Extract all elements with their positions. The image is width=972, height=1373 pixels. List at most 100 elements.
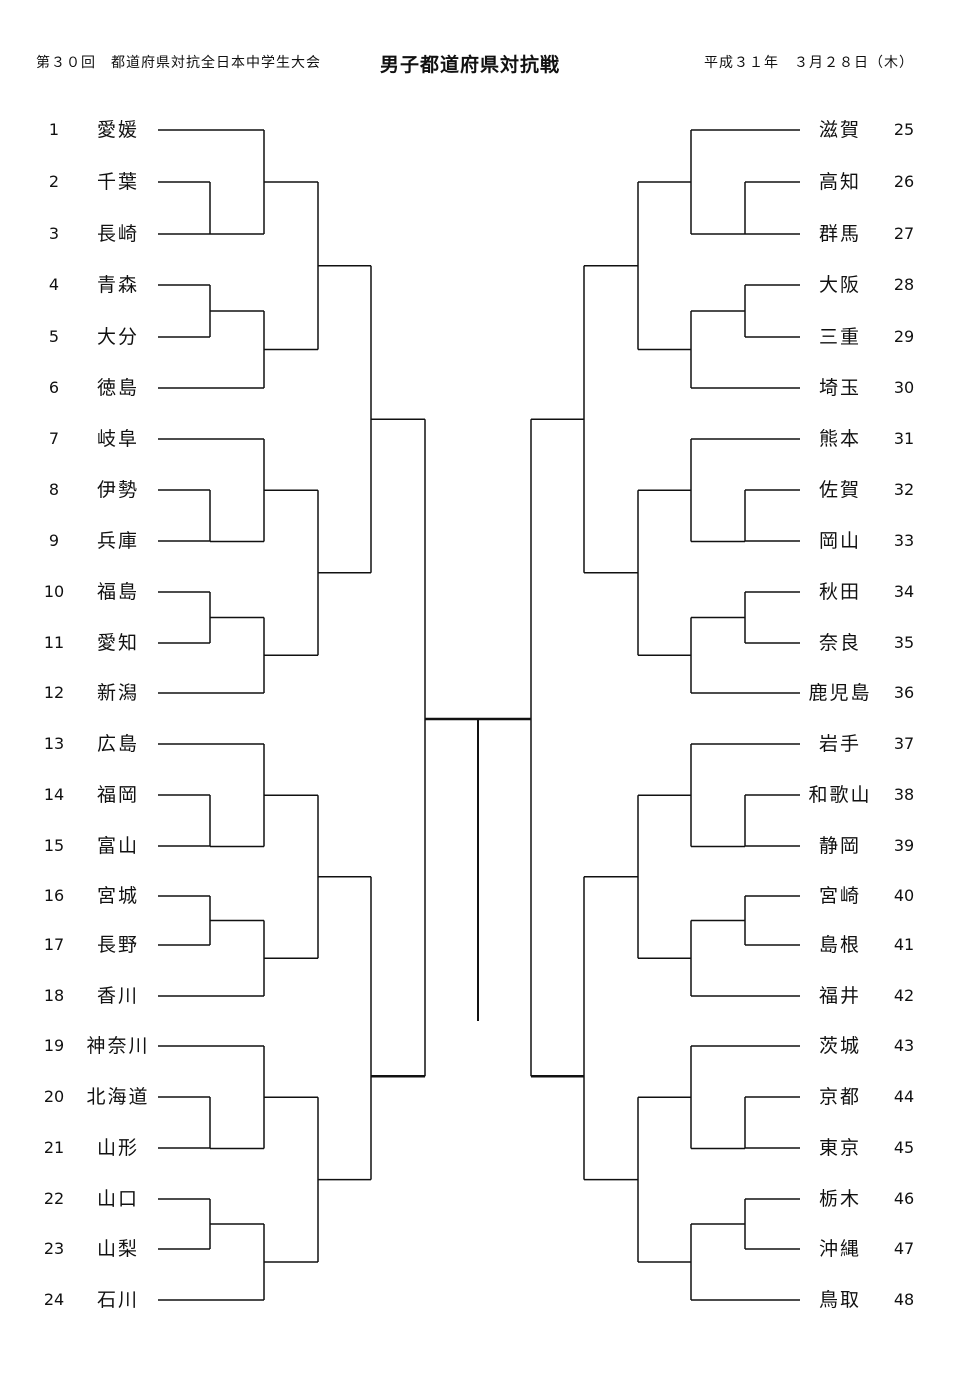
team-name: 静岡: [818, 835, 861, 857]
team-number: 37: [893, 734, 915, 753]
team-number: 16: [43, 886, 65, 905]
team-number: 25: [893, 120, 915, 139]
team-name: 東京: [818, 1137, 861, 1159]
team-number: 9: [48, 531, 60, 550]
team-name: 宮崎: [818, 885, 861, 907]
team-name: 山形: [96, 1137, 139, 1159]
team-number: 3: [48, 224, 60, 243]
team-number: 14: [43, 785, 65, 804]
team-name: 富山: [96, 835, 139, 857]
team-number: 26: [893, 172, 915, 191]
team-number: 13: [43, 734, 65, 753]
event-name: 第３０回 都道府県対抗全日本中学生大会: [36, 55, 321, 71]
team-number: 33: [893, 531, 915, 550]
team-name: 島根: [818, 934, 861, 956]
team-number: 6: [48, 378, 60, 397]
team-number: 24: [43, 1290, 65, 1309]
team-name: 佐賀: [818, 479, 861, 501]
team-number: 38: [893, 785, 915, 804]
team-name: 大阪: [818, 274, 861, 296]
team-number: 27: [893, 224, 915, 243]
team-number: 29: [893, 327, 915, 346]
team-name: 京都: [818, 1086, 861, 1108]
team-number: 12: [43, 683, 65, 702]
team-number: 18: [43, 986, 65, 1005]
team-name: 大分: [96, 326, 139, 348]
team-number: 30: [893, 378, 915, 397]
team-number: 4: [48, 275, 60, 294]
team-number: 32: [893, 480, 915, 499]
team-name: 秋田: [818, 581, 861, 603]
team-number: 35: [893, 633, 915, 652]
team-name: 熊本: [818, 428, 861, 450]
team-name: 三重: [818, 326, 861, 348]
team-number: 15: [43, 836, 65, 855]
team-name: 奈良: [818, 632, 861, 654]
team-name: 愛知: [96, 632, 139, 654]
team-name: 宮城: [96, 885, 139, 907]
team-name: 千葉: [96, 171, 139, 193]
team-number: 20: [43, 1087, 65, 1106]
team-name: 岩手: [818, 733, 861, 755]
team-name: 鳥取: [818, 1289, 861, 1311]
team-name: 群馬: [818, 223, 861, 245]
team-name: 神奈川: [86, 1035, 150, 1057]
team-number: 7: [48, 429, 60, 448]
team-name: 福岡: [96, 784, 139, 806]
team-number: 8: [48, 480, 60, 499]
team-number: 36: [893, 683, 915, 702]
team-number: 40: [893, 886, 915, 905]
team-name: 青森: [96, 274, 139, 296]
team-name: 栃木: [818, 1188, 861, 1210]
team-number: 31: [893, 429, 915, 448]
team-number: 1: [48, 120, 60, 139]
team-name: 山梨: [96, 1238, 139, 1260]
event-date: 平成３１年 ３月２８日（木）: [704, 55, 914, 71]
team-number: 22: [43, 1189, 65, 1208]
team-number: 28: [893, 275, 915, 294]
team-name: 鹿児島: [808, 682, 872, 704]
team-number: 48: [893, 1290, 915, 1309]
team-name: 兵庫: [96, 530, 139, 552]
team-number: 19: [43, 1036, 65, 1055]
team-number: 47: [893, 1239, 915, 1258]
team-number: 10: [43, 582, 65, 601]
team-name: 長野: [96, 934, 139, 956]
team-name: 徳島: [96, 377, 139, 399]
team-name: 茨城: [818, 1035, 861, 1057]
team-name: 高知: [818, 171, 861, 193]
team-name: 福井: [818, 985, 861, 1007]
team-name: 福島: [96, 581, 139, 603]
team-number: 46: [893, 1189, 915, 1208]
team-name: 岡山: [818, 530, 861, 552]
team-name: 石川: [96, 1289, 139, 1311]
team-number: 23: [43, 1239, 65, 1258]
team-name: 埼玉: [818, 377, 861, 399]
team-number: 34: [893, 582, 915, 601]
team-number: 2: [48, 172, 60, 191]
team-number: 44: [893, 1087, 915, 1106]
team-number: 39: [893, 836, 915, 855]
team-name: 長崎: [96, 223, 139, 245]
team-name: 岐阜: [96, 428, 139, 450]
team-number: 11: [43, 633, 65, 652]
team-number: 21: [43, 1138, 65, 1157]
team-number: 45: [893, 1138, 915, 1157]
team-name: 香川: [96, 985, 139, 1007]
team-name: 愛媛: [96, 119, 139, 141]
team-name: 沖縄: [818, 1238, 861, 1260]
team-number: 5: [48, 327, 60, 346]
team-name: 山口: [96, 1188, 139, 1210]
team-number: 43: [893, 1036, 915, 1055]
team-name: 滋賀: [818, 119, 861, 141]
team-number: 41: [893, 935, 915, 954]
team-name: 和歌山: [808, 784, 872, 806]
team-name: 北海道: [86, 1086, 150, 1108]
team-number: 42: [893, 986, 915, 1005]
team-name: 伊勢: [96, 479, 139, 501]
team-number: 17: [43, 935, 65, 954]
team-name: 広島: [96, 733, 139, 755]
team-name: 新潟: [96, 682, 139, 704]
page-title: 男子都道府県対抗戦: [380, 54, 561, 76]
